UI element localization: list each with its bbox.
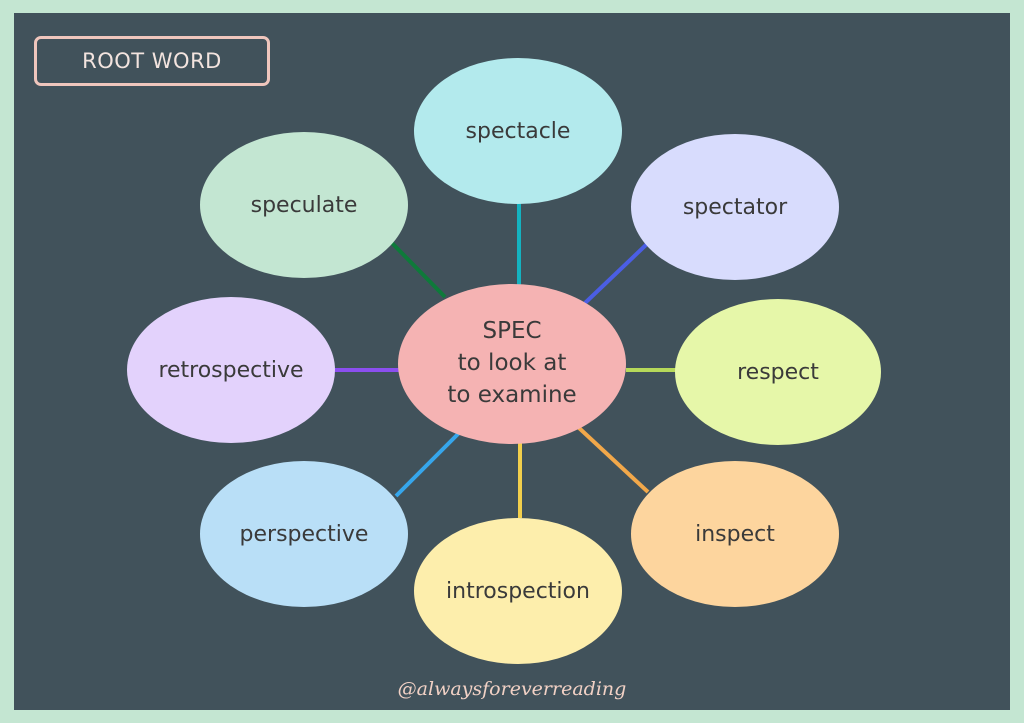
connector-speculate (388, 239, 447, 299)
bubble-introspection: introspection (414, 518, 622, 664)
author-credit: @alwaysforeverreading (397, 678, 627, 700)
bubble-inspect: inspect (631, 461, 839, 607)
root-meaning-examine: to examine (447, 381, 577, 408)
bubble-respect: respect (675, 299, 881, 445)
root-word-tag-label: ROOT WORD (82, 49, 222, 73)
bubble-label: inspect (695, 521, 775, 547)
bubble-label: spectacle (465, 118, 571, 144)
root-word: SPEC (482, 318, 542, 345)
bubble-label: spectator (682, 194, 788, 220)
connector-perspective (394, 430, 462, 498)
bubble-label: perspective (239, 521, 369, 547)
connector-spectator (583, 241, 650, 305)
connector-inspect (576, 425, 650, 494)
bubble-speculate: speculate (200, 132, 408, 278)
bubble-label: introspection (446, 578, 590, 604)
root-word-tag: ROOT WORD (34, 36, 270, 86)
bubble-perspective: perspective (200, 461, 408, 607)
bubble-label: speculate (250, 192, 358, 218)
bubble-spectator: spectator (631, 134, 839, 280)
root-meaning-look: to look at (457, 350, 567, 377)
bubble-label: respect (737, 359, 819, 385)
bubble-spectacle: spectacle (414, 58, 622, 204)
bubble-label: retrospective (158, 357, 304, 383)
bubble-retrospective: retrospective (127, 297, 335, 443)
bubble-root-spec: SPEC to look at to examine (398, 284, 626, 444)
